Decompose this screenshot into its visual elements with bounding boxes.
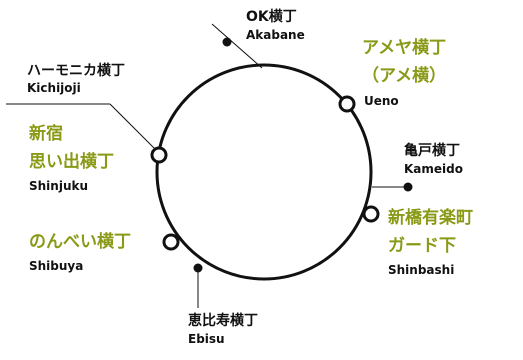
label-shinbashi: Shinbashi <box>388 263 455 277</box>
label-kichijoji: Kichijoji <box>27 81 81 95</box>
label-kameido-ja: 亀戸横丁 <box>404 143 460 159</box>
leader-kichijoji-diag <box>109 103 161 155</box>
label-gardoshita: ガード下 <box>388 236 456 256</box>
dot-akabane <box>222 37 232 47</box>
label-akabane: Akabane <box>246 28 305 42</box>
label-shibuya: Shibuya <box>29 259 84 273</box>
label-ebisu: Ebisu <box>188 332 225 346</box>
leader-akabane <box>211 23 263 69</box>
dot-ebisu <box>193 263 203 273</box>
label-ameya: アメヤ横丁 <box>362 38 447 58</box>
station-shinbashi <box>362 205 380 223</box>
label-ueno: Ueno <box>364 94 399 108</box>
label-ameyoko: （アメ横） <box>362 66 447 86</box>
label-okyokocho: OK横丁 <box>246 9 297 25</box>
label-nonbei: のんべい横丁 <box>29 232 131 252</box>
station-ueno <box>338 95 356 113</box>
station-shinjuku <box>150 146 168 164</box>
label-shinjuku: Shinjuku <box>29 179 89 193</box>
loop-line <box>155 63 373 281</box>
label-omoide: 思い出横丁 <box>29 152 114 172</box>
station-shibuya <box>162 233 180 251</box>
label-ebisu-ja: 恵比寿横丁 <box>188 313 258 329</box>
label-shinbashi-ja: 新橋有楽町 <box>388 208 473 228</box>
label-shinjuku-ja: 新宿 <box>29 124 63 144</box>
dot-kameido <box>403 182 413 192</box>
label-harmonica: ハーモニカ横丁 <box>27 63 125 79</box>
label-kameido: Kameido <box>404 162 463 176</box>
